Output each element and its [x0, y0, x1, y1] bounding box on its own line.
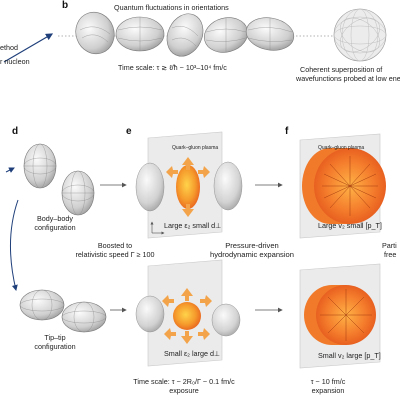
expansion-panel-body — [299, 133, 386, 239]
tau10-line-2: expansion — [311, 386, 345, 395]
panel-label-b: b — [62, 0, 69, 11]
large-e2-label: Large ε₂ small d⊥ — [164, 221, 222, 230]
tip-tip-line-2: configuration — [34, 342, 76, 351]
branch-arrow-down — [10, 199, 19, 291]
panel-label-d: d — [12, 126, 19, 137]
orientation-nuclei — [75, 11, 295, 57]
body-body-line-2: configuration — [34, 223, 76, 232]
panel-label-f: f — [285, 126, 289, 137]
panel-label-e: e — [126, 126, 132, 137]
tau10-line-1: τ ~ 10 fm/c — [310, 377, 346, 386]
bottom-timescale-line-2: exposure — [169, 386, 199, 395]
body-body-line-1: Body–body — [37, 214, 73, 223]
expansion-panel-tip — [299, 263, 381, 369]
tip-tip-line-1: Tip–tip — [44, 333, 66, 342]
nucleon-text: r nucleon — [0, 57, 30, 66]
free-cut-text: free — [384, 250, 397, 259]
parti-cut-text: Parti — [382, 241, 397, 250]
large-v2-label: Large v₂ small [p_T] — [318, 221, 382, 230]
collision-panel-tip — [135, 259, 241, 367]
small-e2-label: Small ε₂ large d⊥ — [164, 349, 221, 358]
coherent-line-1: Coherent superposition of — [300, 65, 383, 74]
method-arrow — [3, 33, 54, 63]
pressure-line-1: Pressure-driven — [225, 241, 279, 250]
boosted-line-1: Boosted to — [97, 241, 133, 250]
branch-arrow-up — [5, 167, 15, 173]
method-text: ethod — [0, 43, 18, 52]
bottom-timescale-line-1: Time scale: τ ~ 2R₀/Γ ~ 0.1 fm/c — [133, 377, 235, 386]
collision-panel-body — [135, 131, 243, 239]
coherent-superposition-sphere — [333, 8, 387, 62]
top-timescale: Time scale: τ ≳ ℓ/ħ ~ 10³–10⁴ fm/c — [118, 63, 227, 72]
qgp-label-e: Quark–gluon plasma — [172, 145, 219, 151]
qgp-label-f: Quark–gluon plasma — [318, 145, 365, 151]
fluctuations-caption: Quantum fluctuations in orientations — [114, 3, 229, 12]
boosted-line-2: relativistic speed Γ ≥ 100 — [75, 250, 155, 259]
coherent-line-2: wavefunctions probed at low ene — [296, 74, 400, 83]
pressure-line-2: hydrodynamic expansion — [209, 250, 294, 259]
body-body-nuclei — [23, 143, 95, 216]
tip-tip-nuclei — [19, 289, 107, 333]
small-v2-label: Small v₂ large [p_T] — [318, 351, 381, 360]
